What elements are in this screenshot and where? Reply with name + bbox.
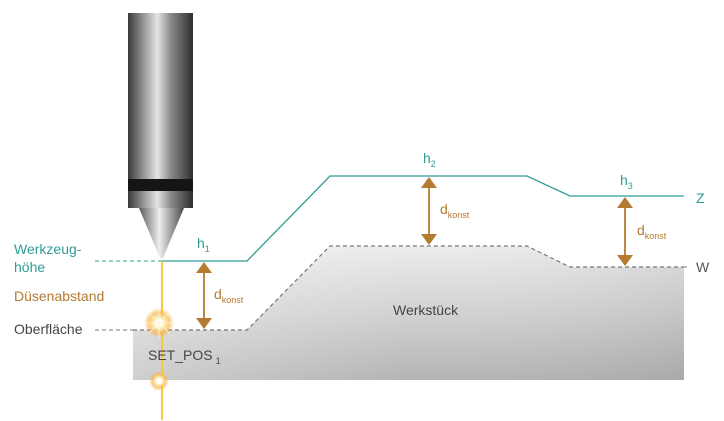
tool-height-label-line2: höhe xyxy=(14,259,45,275)
w-axis-label: W xyxy=(696,259,710,275)
workpiece-surface-line xyxy=(133,245,684,331)
h3-label: h3 xyxy=(620,172,633,191)
d-konst-label-3: dkonst xyxy=(637,222,667,241)
surface-label: Oberfläche xyxy=(14,321,83,337)
distance-arrow-1 xyxy=(196,262,212,329)
workpiece-sheen xyxy=(133,246,684,380)
d-konst-label-1: dkonst xyxy=(214,286,244,305)
nozzle-distance-label: Düsenabstand xyxy=(14,288,104,304)
tool-height-label-line1: Werkzeug- xyxy=(14,241,82,257)
h2-label: h2 xyxy=(423,150,436,169)
tool-height-path xyxy=(162,175,684,262)
workpiece-label: Werkstück xyxy=(393,302,459,318)
z-axis-label: Z xyxy=(696,190,705,206)
nozzle-icon xyxy=(128,13,193,258)
distance-arrow-3 xyxy=(617,197,633,266)
d-konst-label-2: dkonst xyxy=(440,201,470,220)
workpiece xyxy=(133,245,684,380)
spark-icon xyxy=(149,371,169,391)
distance-arrow-2 xyxy=(421,177,437,245)
spark-icon xyxy=(144,308,174,338)
h1-label: h1 xyxy=(197,235,210,254)
